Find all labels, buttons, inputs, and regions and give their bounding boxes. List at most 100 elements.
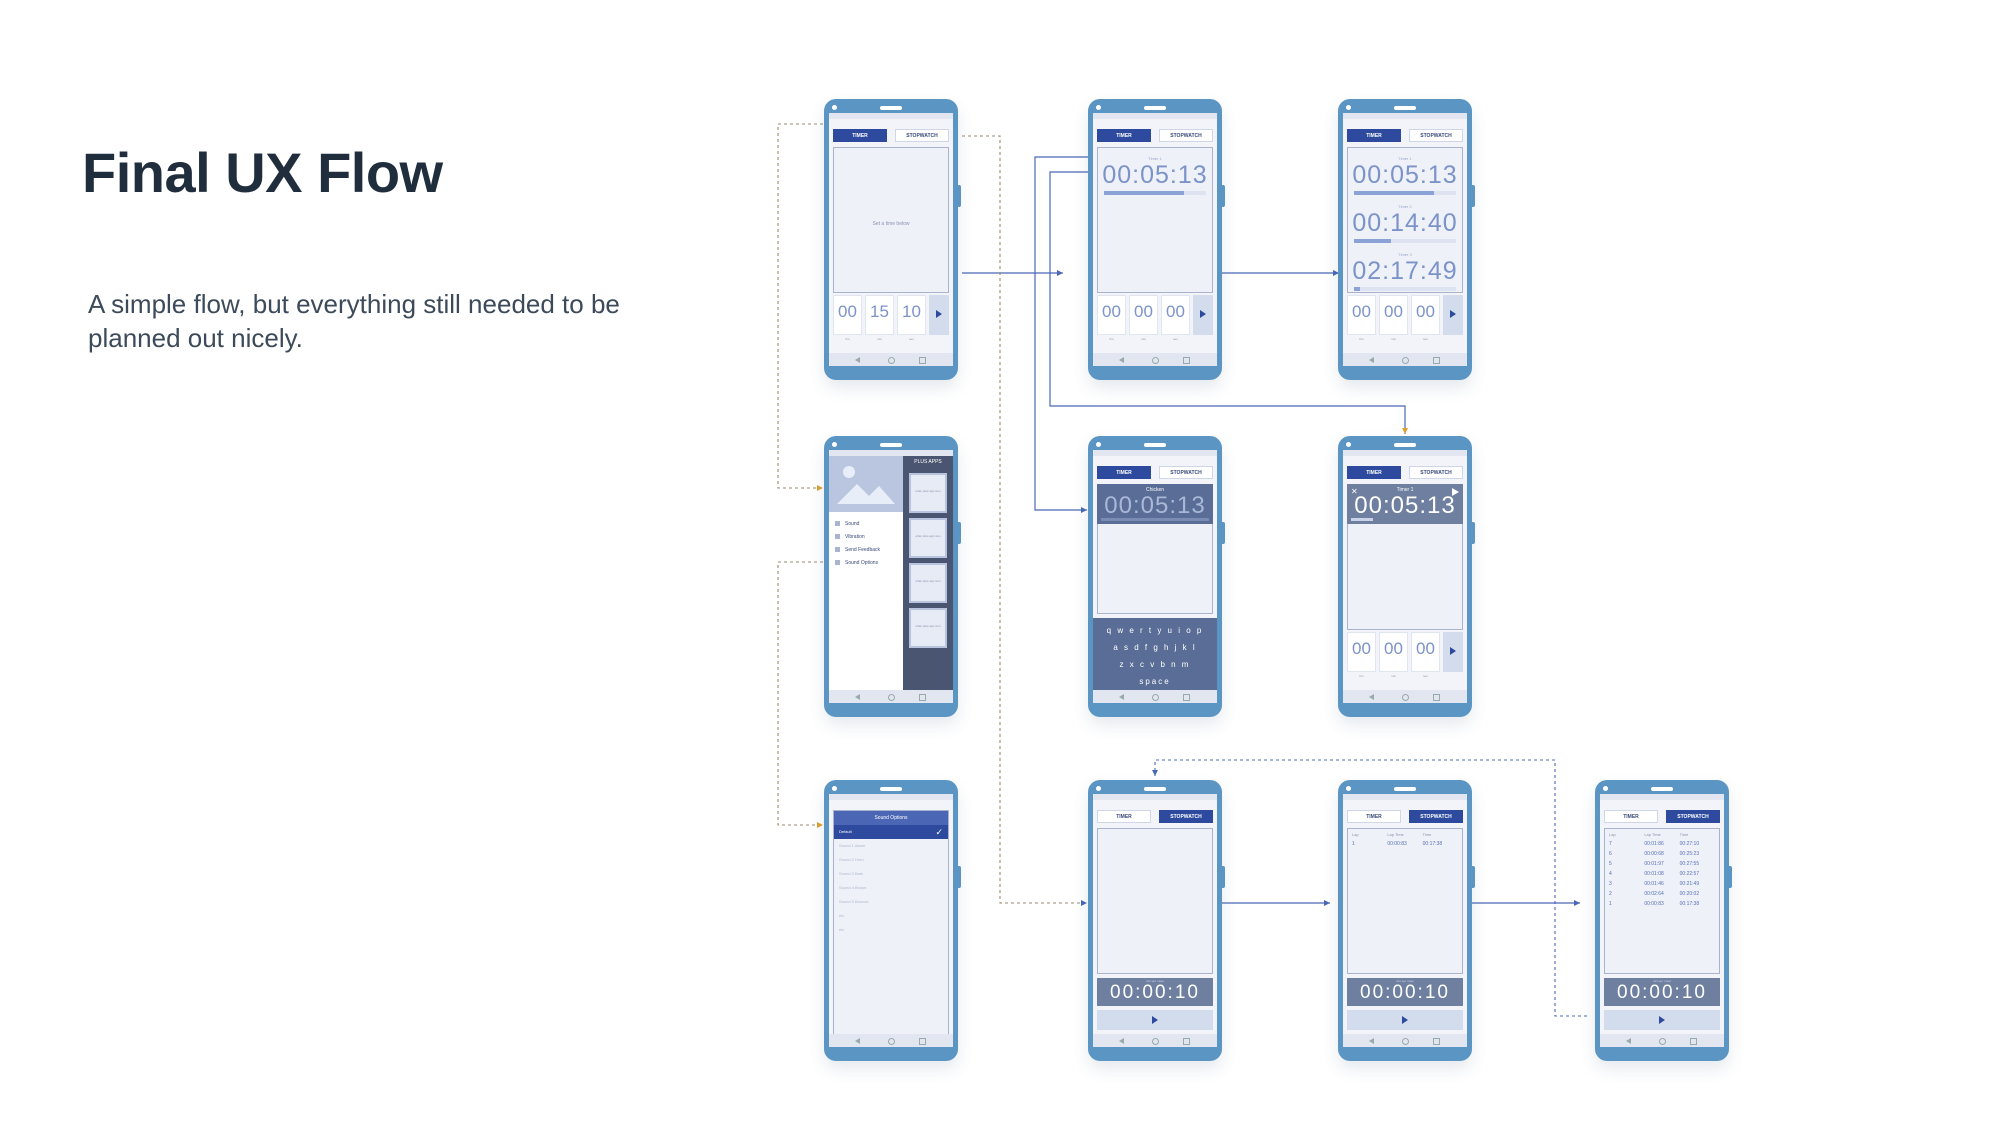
menu-item-vibration[interactable]: Vibration: [835, 531, 903, 544]
nav-bar: [829, 1034, 953, 1047]
tab-stopwatch[interactable]: STOPWATCH: [895, 129, 949, 142]
sound-options-title: Sound Options: [834, 811, 948, 825]
nav-bar: [829, 353, 953, 366]
plus-app-card[interactable]: other plus app icon: [909, 563, 947, 603]
tab-stopwatch[interactable]: STOPWATCH: [1159, 810, 1213, 823]
image-placeholder-icon: [829, 456, 903, 512]
timer-card[interactable]: Timer 1 00:05:13: [1352, 156, 1458, 195]
timer-card[interactable]: Timer 3 02:17:49: [1352, 252, 1458, 291]
start-button[interactable]: [1443, 295, 1463, 335]
plus-app-card[interactable]: other plus app icon: [909, 518, 947, 558]
plus-apps-panel: PLUS APPS other plus app icon other plus…: [903, 456, 953, 690]
tab-timer[interactable]: TIMER: [1604, 810, 1658, 823]
nav-bar: [829, 690, 953, 703]
timer-card[interactable]: Timer 1 00:05:13: [1102, 156, 1208, 195]
page-subtitle: A simple flow, but everything still need…: [88, 289, 620, 353]
stopwatch-start-button[interactable]: [1604, 1010, 1720, 1030]
sound-option[interactable]: Sound 2 Horn: [839, 857, 864, 862]
menu-item-send-feedback[interactable]: Send Feedback: [835, 544, 903, 557]
start-button[interactable]: [1193, 295, 1213, 335]
flow-arrow-to-rename: [1034, 156, 1098, 513]
flow-arrow-reset: [1152, 759, 1587, 1017]
start-button[interactable]: [1443, 632, 1463, 672]
stopwatch-start-button[interactable]: [1347, 1010, 1463, 1030]
tab-timer[interactable]: TIMER: [1097, 810, 1151, 823]
play-icon[interactable]: [1452, 488, 1459, 496]
nav-bar: [1093, 1034, 1217, 1047]
tab-stopwatch[interactable]: STOPWATCH: [1666, 810, 1720, 823]
tab-timer[interactable]: TIMER: [1097, 466, 1151, 479]
tab-timer[interactable]: TIMER: [1347, 810, 1401, 823]
flow-arrow-to-options: [1049, 171, 1408, 434]
sound-option[interactable]: etc: [839, 927, 845, 932]
timer-card[interactable]: Timer 2 00:14:40: [1352, 204, 1458, 243]
phone-multiple-timers: TIMER STOPWATCH Timer 1 00:05:13 Timer 2…: [1338, 99, 1475, 380]
flow-arrow-to-stopwatch: [962, 135, 1087, 906]
empty-hint: Set a time below: [872, 221, 910, 227]
close-icon[interactable]: ✕: [1351, 487, 1358, 496]
tab-stopwatch[interactable]: STOPWATCH: [1409, 466, 1463, 479]
on-screen-keyboard[interactable]: q w e r t y u i o p a s d f g h j k l z …: [1093, 618, 1217, 703]
timer-card-selected[interactable]: ✕ Timer 1 00:05:13: [1347, 484, 1463, 524]
plus-app-card[interactable]: other plus app icon: [909, 608, 947, 648]
tab-timer[interactable]: TIMER: [1347, 466, 1401, 479]
menu-item-sound[interactable]: Sound: [835, 518, 903, 531]
nav-bar: [1343, 353, 1467, 366]
stopwatch-start-button[interactable]: [1097, 1010, 1213, 1030]
nav-bar: [1343, 1034, 1467, 1047]
phone-rename-timer: TIMER STOPWATCH Chicken 00:05:13 q w e r…: [1088, 436, 1225, 717]
sound-option[interactable]: Default: [834, 825, 948, 839]
tab-stopwatch[interactable]: STOPWATCH: [1159, 129, 1213, 142]
phone-sound-options: Sound Options Default Sound 1 Alarm Soun…: [824, 780, 961, 1061]
tab-timer[interactable]: TIMER: [1097, 129, 1151, 142]
flow-arrow-sound-options: [777, 561, 823, 828]
tab-stopwatch[interactable]: STOPWATCH: [1409, 810, 1463, 823]
plus-app-card[interactable]: other plus app icon: [909, 473, 947, 513]
nav-bar: [1600, 1034, 1724, 1047]
start-button[interactable]: [929, 295, 949, 335]
space-key[interactable]: space: [1139, 677, 1171, 686]
sound-option[interactable]: Sound 1 Alarm: [839, 843, 866, 848]
sound-option[interactable]: Sound 3 Bark: [839, 871, 864, 876]
sound-option[interactable]: etc: [839, 913, 845, 918]
tab-timer[interactable]: TIMER: [833, 129, 887, 142]
nav-bar: [1093, 690, 1217, 703]
sound-option[interactable]: Sound 5 Bounce: [839, 899, 869, 904]
timer-name-editor[interactable]: Chicken 00:05:13: [1097, 484, 1213, 524]
tab-stopwatch[interactable]: STOPWATCH: [1409, 129, 1463, 142]
menu-item-sound-options[interactable]: Sound Options: [835, 557, 903, 570]
tab-stopwatch[interactable]: STOPWATCH: [1159, 466, 1213, 479]
sound-option[interactable]: Sound 4 Brown: [839, 885, 867, 890]
flow-arrow-menu-open: [777, 123, 823, 491]
timer-name: Chicken: [1145, 487, 1165, 493]
nav-bar: [1343, 690, 1467, 703]
tab-timer[interactable]: TIMER: [1347, 129, 1401, 142]
